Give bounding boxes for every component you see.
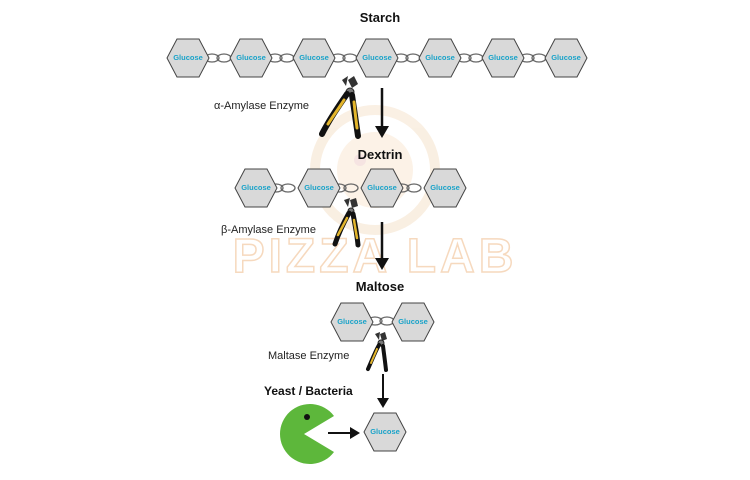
glucose-hexagon: Glucose xyxy=(292,38,336,78)
glucose-hexagon: Glucose xyxy=(229,38,273,78)
glucose-hexagon: Glucose xyxy=(360,168,404,208)
glucose-label: Glucose xyxy=(304,183,334,192)
yeast-bacteria-label: Yeast / Bacteria xyxy=(264,384,353,398)
glucose-label: Glucose xyxy=(362,53,392,62)
glucose-hexagon: Glucose xyxy=(330,302,374,342)
glucose-hexagon: Glucose xyxy=(418,38,462,78)
glucose-hexagon-final: Glucose xyxy=(363,412,407,452)
down-arrow-icon xyxy=(375,88,389,138)
glucose-hexagon: Glucose xyxy=(355,38,399,78)
starch-title: Starch xyxy=(359,10,401,25)
glucose-label: Glucose xyxy=(488,53,518,62)
glucose-label: Glucose xyxy=(425,53,455,62)
glucose-label: Glucose xyxy=(299,53,329,62)
glucose-label: Glucose xyxy=(337,317,367,326)
glucose-hexagon: Glucose xyxy=(423,168,467,208)
alpha-amylase-label: α-Amylase Enzyme xyxy=(214,100,309,112)
alpha-amylase-pliers-icon xyxy=(319,76,361,139)
yeast-pacman-icon xyxy=(280,404,334,464)
dextrin-chain xyxy=(268,183,422,193)
watermark-text: PIZZA LAB xyxy=(233,230,518,283)
glucose-label: Glucose xyxy=(173,53,203,62)
glucose-label: Glucose xyxy=(367,183,397,192)
glucose-hexagon: Glucose xyxy=(297,168,341,208)
maltase-label: Maltase Enzyme xyxy=(268,350,350,362)
glucose-hexagon: Glucose xyxy=(544,38,588,78)
glucose-label: Glucose xyxy=(551,53,581,62)
maltose-title: Maltose xyxy=(355,279,405,294)
glucose-hexagon: Glucose xyxy=(391,302,435,342)
glucose-label: Glucose xyxy=(236,53,266,62)
down-arrow-icon xyxy=(375,222,389,270)
glucose-label: Glucose xyxy=(398,317,428,326)
glucose-hexagon: Glucose xyxy=(481,38,525,78)
glucose-label: Glucose xyxy=(370,427,400,436)
beta-amylase-pliers-icon xyxy=(332,198,361,248)
glucose-label: Glucose xyxy=(241,183,271,192)
glucose-hexagon: Glucose xyxy=(166,38,210,78)
glucose-hexagon: Glucose xyxy=(234,168,278,208)
beta-amylase-label: β-Amylase Enzyme xyxy=(221,224,316,236)
dextrin-title: Dextrin xyxy=(357,147,403,162)
glucose-label: Glucose xyxy=(430,183,460,192)
right-arrow-icon xyxy=(328,427,360,439)
down-arrow-icon xyxy=(377,374,389,408)
maltase-pliers-icon xyxy=(366,332,388,372)
